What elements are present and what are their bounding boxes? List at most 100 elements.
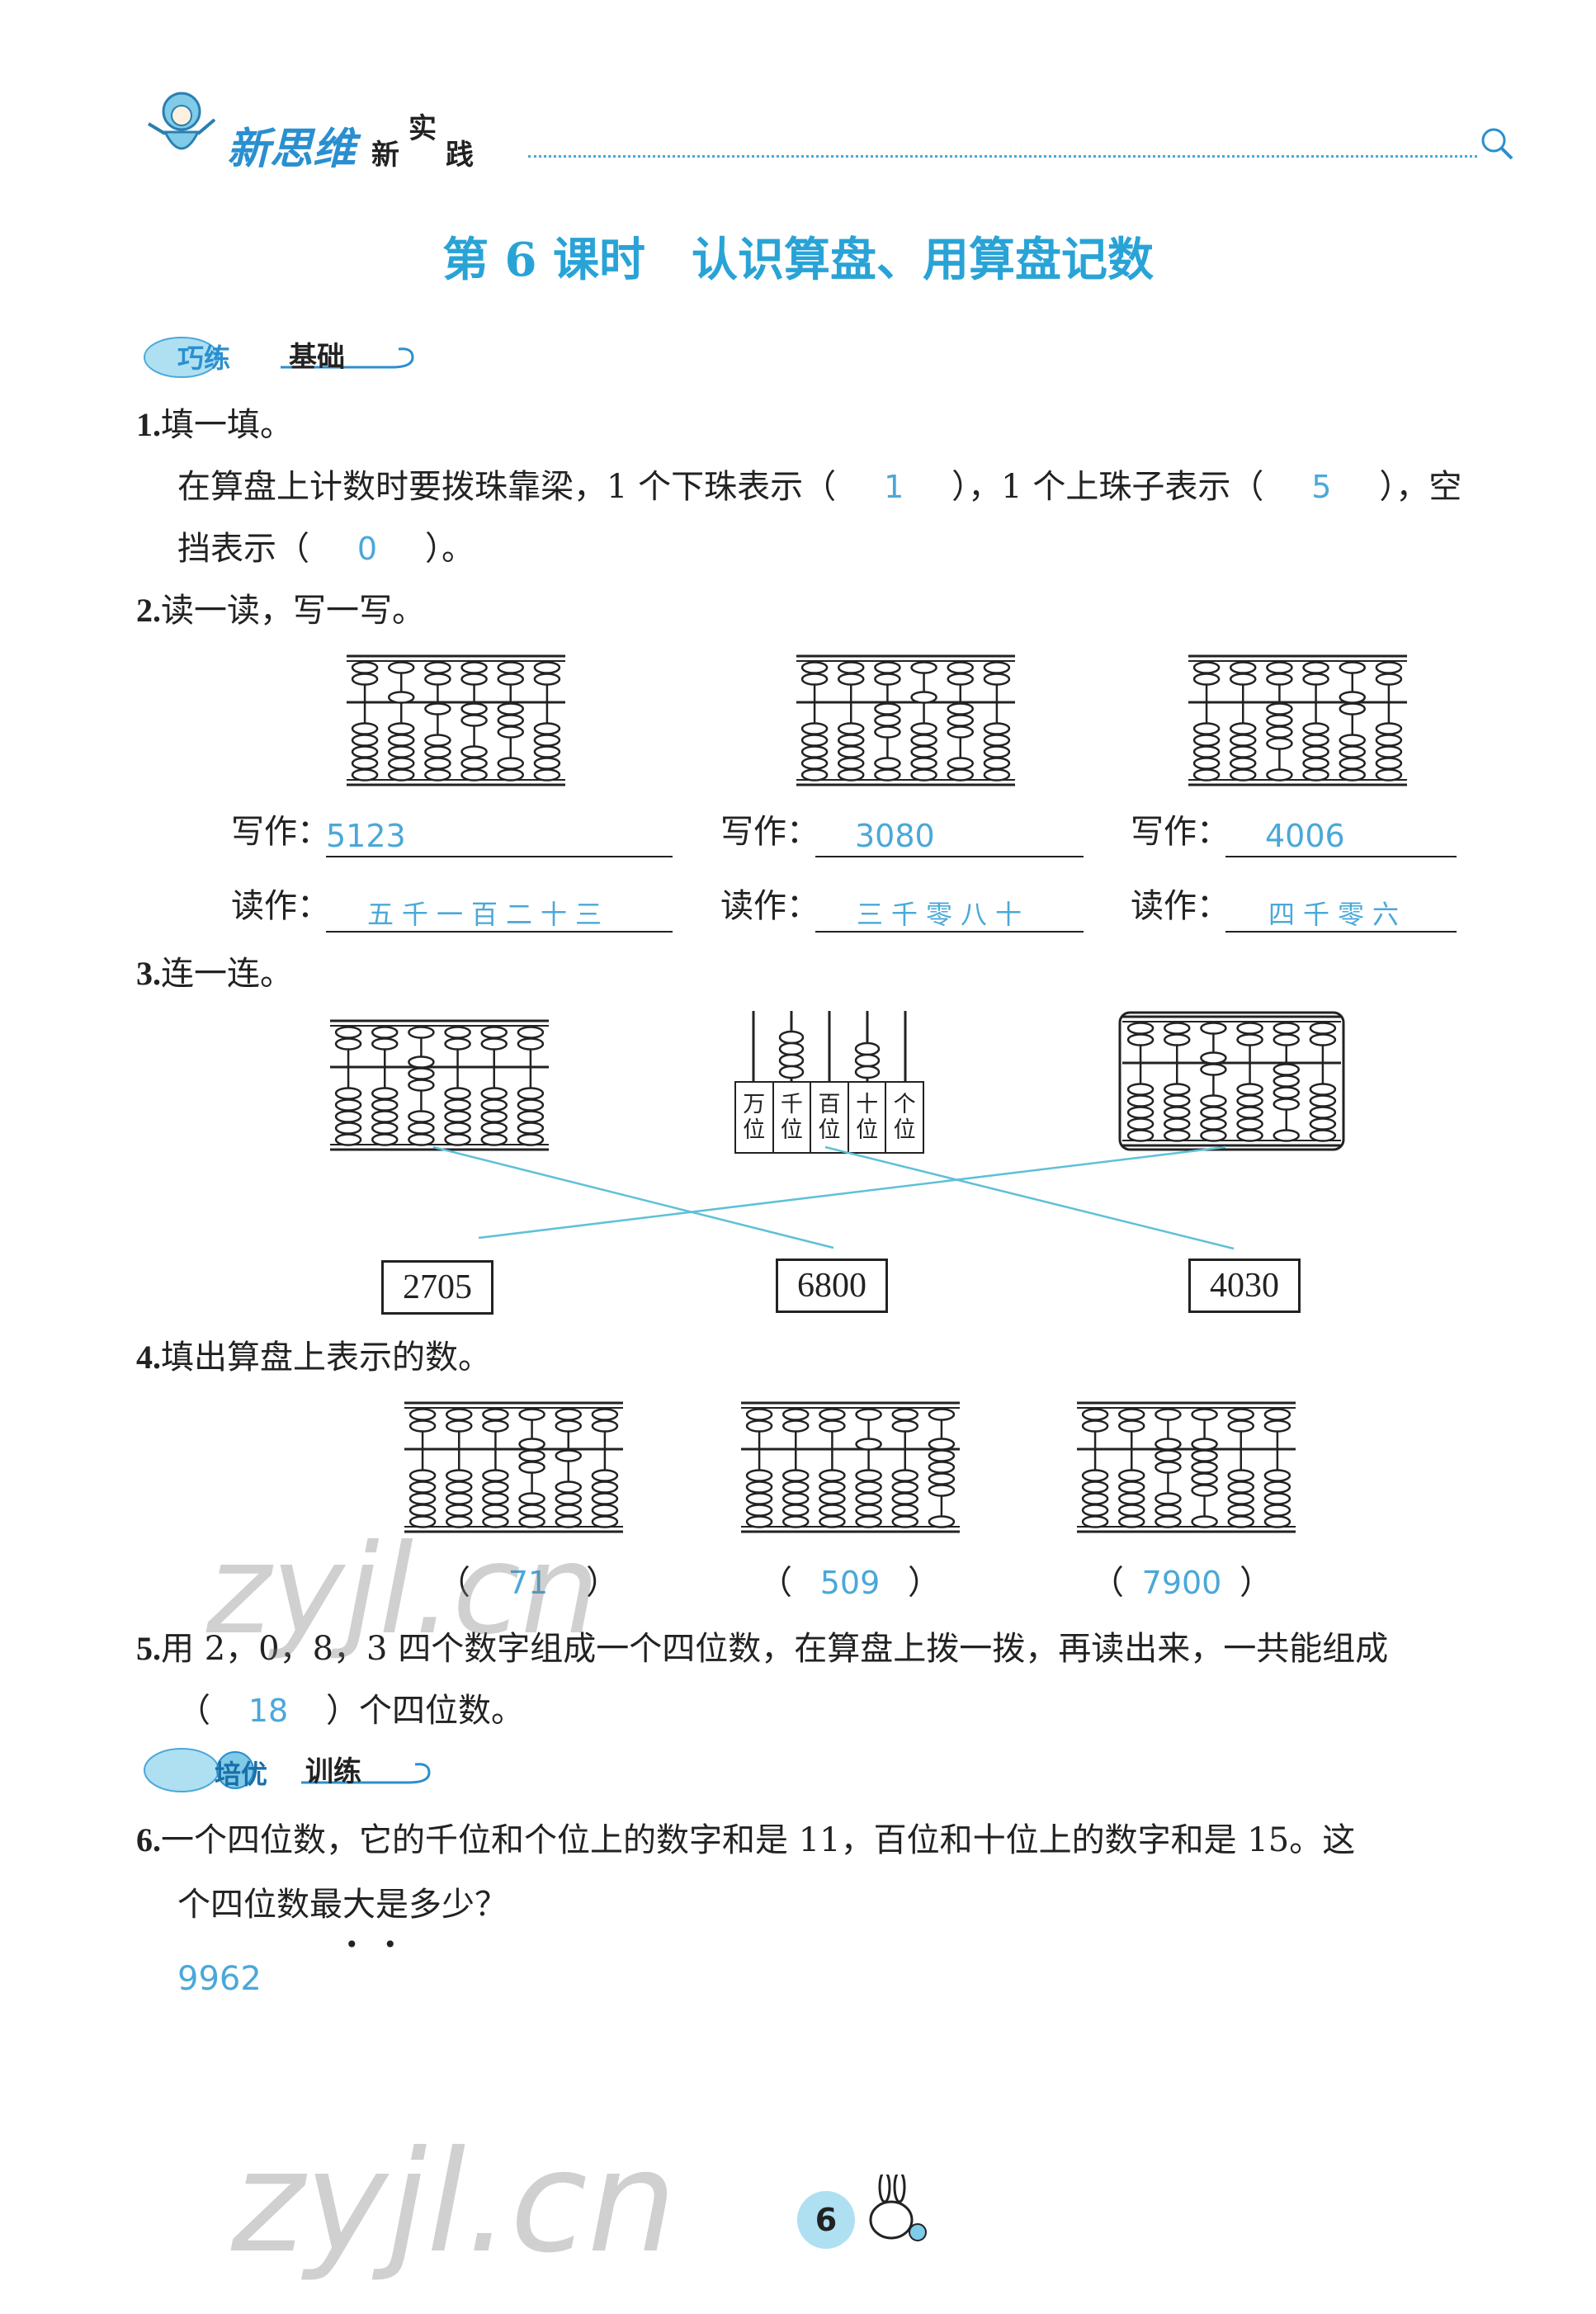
abacus-lower-bead <box>1118 1480 1145 1494</box>
abacus-lower-bead <box>1200 1106 1227 1119</box>
abacus-upper-bead <box>1118 1419 1145 1433</box>
abacus-lower-bead <box>1227 1469 1254 1482</box>
abacus-upper-bead <box>782 1419 810 1433</box>
abacus-upper-bead <box>408 1026 435 1039</box>
abacus-lower-bead <box>819 1515 846 1528</box>
abacus-lower-bead <box>518 1492 545 1505</box>
abacus-lower-bead <box>947 714 974 727</box>
abacus-lower-bead <box>1339 757 1366 770</box>
abacus-drawing <box>796 654 1015 786</box>
abacus-upper-bead <box>1126 1022 1155 1035</box>
abacus-lower-bead <box>1266 768 1293 782</box>
abacus-upper-bead <box>1266 661 1293 674</box>
abacus-lower-bead <box>408 1133 435 1146</box>
abacus-upper-bead <box>371 1037 399 1051</box>
abacus-lower-bead <box>480 1133 508 1146</box>
brand-sub-2: 实 <box>408 112 437 145</box>
abacus-lower-bead <box>782 1492 810 1505</box>
abacus-upper-bead <box>1375 661 1403 674</box>
q3-number-box-3[interactable]: 4030 <box>1188 1259 1301 1313</box>
q3-prompt: 3.连一连。 <box>136 955 293 992</box>
abacus-lower-bead <box>517 1087 545 1100</box>
place-label-text: 位 <box>856 1117 879 1143</box>
q2-read-label-3: 读作： <box>1131 887 1230 925</box>
abacus-lower-bead <box>1302 722 1329 735</box>
q1-prompt: 1.填一填。 <box>136 408 293 442</box>
abacus-upper-bead <box>460 673 488 686</box>
abacus-drawing <box>330 1019 549 1151</box>
abacus-lower-bead <box>555 1449 582 1462</box>
abacus-upper-bead <box>1155 1438 1182 1451</box>
q2-read-answer-1: 五千一百二十三 <box>367 899 611 930</box>
abacus-lower-bead <box>517 1098 545 1112</box>
abacus-lower-bead <box>910 734 937 747</box>
q2-write-2: 写作： <box>720 815 819 848</box>
q3-number: 3. <box>136 955 161 992</box>
abacus-lower-bead <box>745 1469 773 1482</box>
q2-write-line-3: 4006 <box>1225 813 1457 857</box>
place-label-row: 万位 千位 百位 十位 个位 <box>734 1081 924 1154</box>
abacus-upper-bead <box>555 1419 582 1433</box>
q6-answer: 9962 <box>177 1960 262 1998</box>
q3-number-box-1[interactable]: 2705 <box>381 1260 493 1315</box>
abacus-upper-bead <box>855 1438 882 1451</box>
abacus-lower-bead <box>891 1480 918 1494</box>
abacus-lower-bead <box>838 745 865 758</box>
watermark-1: zyjl.cn <box>206 1518 600 1662</box>
abacus-lower-bead <box>1236 1117 1263 1131</box>
abacus-lower-bead <box>1192 745 1221 758</box>
abacus-lower-bead <box>1126 1117 1155 1131</box>
abacus-lower-bead <box>928 1484 956 1497</box>
abacus-lower-bead <box>460 745 488 758</box>
q2-read-1: 读作： <box>231 890 330 923</box>
abacus-upper-bead <box>1236 1022 1263 1035</box>
abacus-lower-bead <box>591 1504 619 1517</box>
abacus-upper-bead <box>1192 673 1221 686</box>
abacus-upper-bead <box>482 1408 509 1421</box>
abacus-upper-bead <box>1273 1022 1300 1035</box>
abacus-upper-bead <box>497 673 524 686</box>
q3-abacus-1 <box>326 1015 553 1159</box>
abacus-lower-bead <box>408 1492 437 1505</box>
abacus-lower-bead <box>444 1087 471 1100</box>
q3-number-box-2[interactable]: 6800 <box>776 1259 888 1313</box>
abacus-lower-bead <box>1263 1469 1291 1482</box>
abacus-upper-bead <box>1192 661 1221 674</box>
abacus-upper-bead <box>351 673 379 686</box>
abacus-upper-bead <box>1263 1408 1291 1421</box>
abacus-lower-bead <box>819 1492 846 1505</box>
abacus-lower-bead <box>1192 757 1221 770</box>
abacus-lower-bead <box>1200 1063 1227 1076</box>
abacus-upper-bead <box>1339 661 1366 674</box>
abacus-upper-bead <box>1302 673 1329 686</box>
abacus-lower-bead <box>1227 1492 1254 1505</box>
abacus-lower-bead <box>334 1110 362 1123</box>
abacus-upper-bead <box>1339 691 1366 704</box>
q6-line1: 6.一个四位数，它的千位和个位上的数字和是 11，百位和十位上的数字和是 15。… <box>136 1824 1355 1858</box>
abacus-lower-bead <box>855 1504 882 1517</box>
abacus-lower-bead <box>874 714 901 727</box>
abacus-lower-bead <box>555 1492 582 1505</box>
abacus-lower-bead <box>745 1515 773 1528</box>
abacus-upper-bead <box>1126 1033 1155 1046</box>
abacus-lower-bead <box>424 768 451 782</box>
abacus-lower-bead <box>1273 1129 1300 1142</box>
abacus-lower-bead <box>1164 1083 1191 1096</box>
abacus-lower-bead <box>482 1469 509 1482</box>
abacus-lower-bead <box>1375 757 1403 770</box>
abacus-lower-bead <box>334 1122 362 1135</box>
abacus-lower-bead <box>480 1110 508 1123</box>
abacus-upper-bead <box>1191 1408 1218 1421</box>
q2-read-line-3: 四千零六 <box>1225 885 1457 933</box>
abacus-upper-bead <box>424 673 451 686</box>
q2-write-answer-2: 3080 <box>855 818 935 854</box>
abacus-lower-bead <box>408 1122 435 1135</box>
abacus-lower-bead <box>819 1480 846 1494</box>
place-label-text: 十 <box>856 1091 879 1117</box>
abacus-lower-bead <box>482 1515 509 1528</box>
q4-abacus-3 <box>1073 1397 1300 1541</box>
abacus-lower-bead <box>838 722 865 735</box>
abacus-lower-bead <box>446 1469 473 1482</box>
abacus-lower-bead <box>1302 757 1329 770</box>
abacus-lower-bead <box>1236 1129 1263 1142</box>
